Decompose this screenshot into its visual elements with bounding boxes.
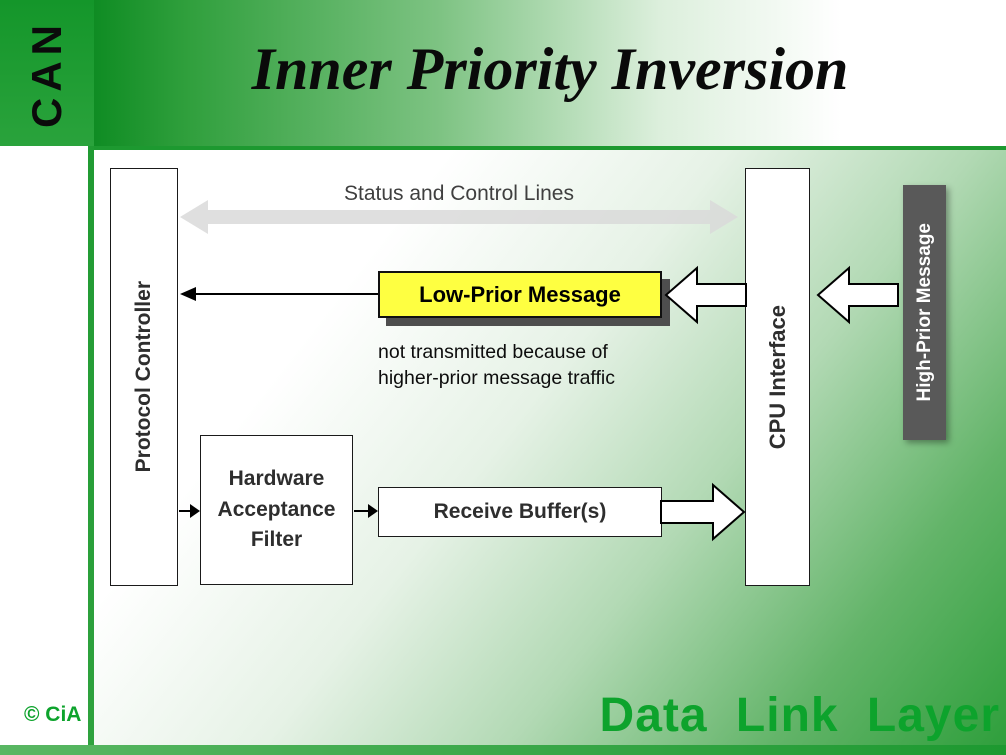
protocol-controller-label: Protocol Controller [132,281,155,473]
note-line-2: higher-prior message traffic [378,367,615,390]
receive-buffers-box: Receive Buffer(s) [378,487,662,537]
low-prior-message-box: Low-Prior Message [378,271,662,318]
cpu-interface-label: CPU Interface [764,304,790,450]
hardware-acceptance-filter-label: Hardware Acceptance Filter [217,467,336,552]
can-logo: CAN [0,0,94,146]
protocol-controller-box: Protocol Controller [110,168,178,586]
receive-buffers-label: Receive Buffer(s) [433,500,607,523]
footer-title: Data Link Layer [599,689,1000,742]
note-line-1: not transmitted because of [378,341,608,363]
can-logo-text: CAN [23,18,70,128]
page-title: Inner Priority Inversion [251,35,849,102]
status-control-lines-label: Status and Control Lines [344,182,574,205]
not-transmitted-note: not transmitted because of higher-prior … [378,339,698,392]
header-underline [94,146,1006,150]
copyright: © CiA [24,703,82,726]
header: Inner Priority Inversion [94,0,1006,146]
high-prior-message-box: High-Prior Message [903,185,946,440]
hardware-acceptance-filter-box: Hardware Acceptance Filter [200,435,353,585]
cpu-interface-box: CPU Interface [745,168,810,586]
high-prior-message-label: High-Prior Message [913,223,935,402]
bottom-bar [0,745,1006,755]
sidebar-divider [88,0,94,755]
low-prior-message-label: Low-Prior Message [419,281,621,307]
